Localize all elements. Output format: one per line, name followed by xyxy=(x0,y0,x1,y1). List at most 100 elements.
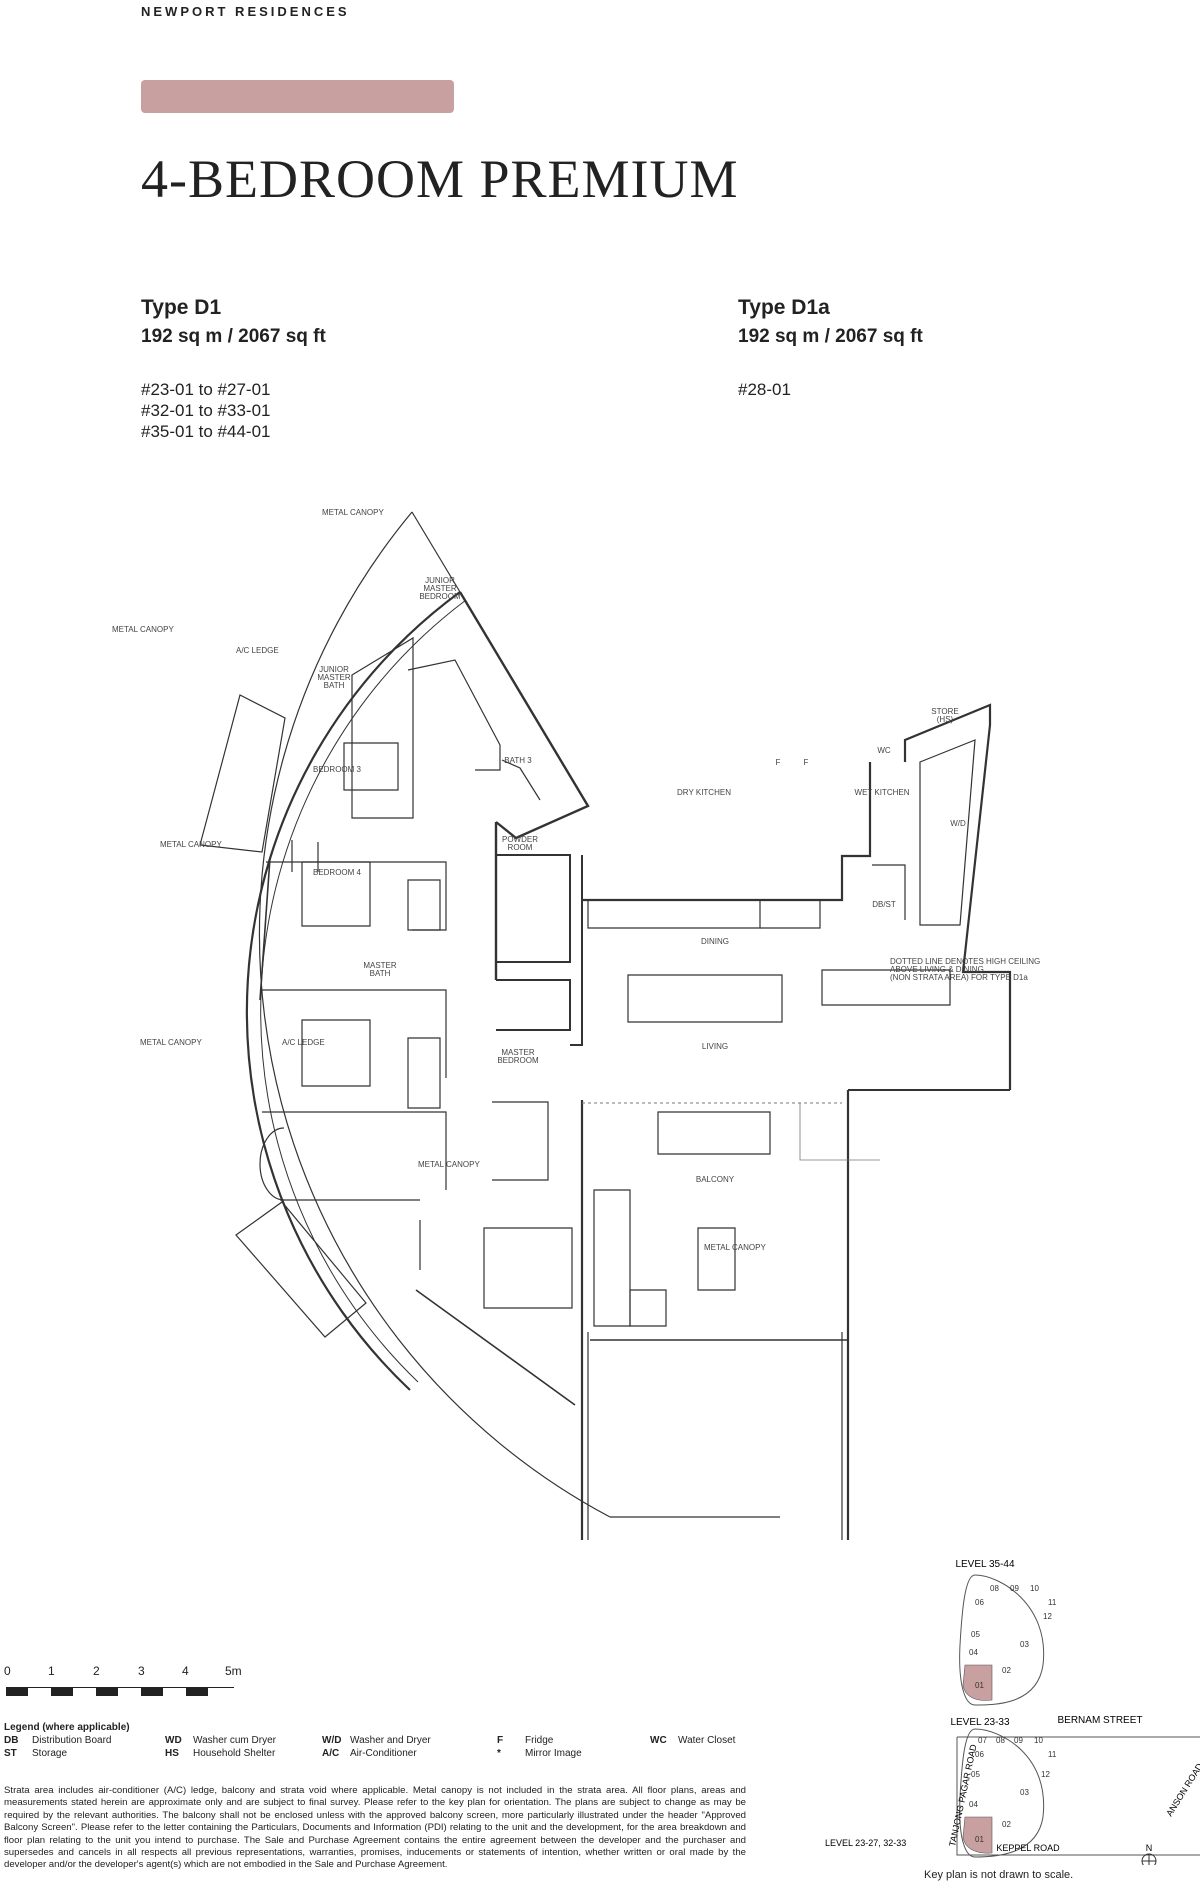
keyplan-note: Key plan is not drawn to scale. xyxy=(924,1869,1074,1881)
kp-top-12: 12 xyxy=(1043,1612,1052,1621)
junior-master-bath-label-2: MASTER xyxy=(317,673,351,682)
dotted-note-1: DOTTED LINE DENOTES HIGH CEILING xyxy=(890,957,1040,966)
metal-canopy-label-bottom: METAL CANOPY xyxy=(418,1160,480,1169)
kp-bot-12: 12 xyxy=(1041,1770,1050,1779)
north-label: N xyxy=(1146,1843,1153,1853)
master-bedroom-label-1: MASTER xyxy=(501,1048,535,1057)
keyplan-anson: ANSON ROAD xyxy=(1164,1761,1200,1818)
kp-top-06: 06 xyxy=(975,1598,984,1607)
type-d1a-units-1: #28-01 xyxy=(738,380,791,399)
kp-bot-11: 11 xyxy=(1048,1750,1057,1759)
north-arrow-icon xyxy=(1141,1853,1157,1865)
store-label-1: STORE xyxy=(931,707,958,716)
key-plan: LEVEL 35-44 08 09 10 06 11 12 05 03 04 0… xyxy=(825,1559,1200,1865)
master-bath-label-2: BATH xyxy=(370,969,391,978)
dbst-label: DB/ST xyxy=(872,900,896,909)
scale-tick-5: 5m xyxy=(225,1664,242,1678)
keyplan-bernam: BERNAM STREET xyxy=(1057,1715,1142,1726)
wc-label: WC xyxy=(877,746,891,755)
page-title: 4-BEDROOM PREMIUM xyxy=(141,149,739,209)
keyplan-keppel: KEPPEL ROAD xyxy=(996,1843,1060,1853)
scale-bar: 0 1 2 3 4 5m xyxy=(0,1661,242,1701)
legend-title: Legend (where applicable) xyxy=(4,1722,130,1733)
type-d1-units-3: #35-01 to #44-01 xyxy=(141,422,271,441)
type-d1-units-1: #23-01 to #27-01 xyxy=(141,380,271,399)
kp-top-01: 01 xyxy=(975,1681,984,1690)
type-d1-name: Type D1 xyxy=(141,296,222,319)
legend-mirror: *Mirror Image xyxy=(497,1748,582,1759)
metal-canopy-label-left-bottom: METAL CANOPY xyxy=(140,1038,202,1047)
scale-tick-4: 4 xyxy=(182,1664,189,1678)
kp-bot-06: 06 xyxy=(975,1750,984,1759)
junior-master-bath-label-3: BATH xyxy=(324,681,345,690)
kp-top-11: 11 xyxy=(1048,1598,1057,1607)
metal-canopy-label-left-mid: METAL CANOPY xyxy=(160,840,222,849)
metal-canopy-label-left-top: METAL CANOPY xyxy=(112,625,174,634)
type-d1-units-2: #32-01 to #33-01 xyxy=(141,401,271,420)
keyplan-level-top: LEVEL 35-44 xyxy=(955,1559,1015,1570)
junior-master-bath-label-1: JUNIOR xyxy=(319,665,349,674)
kp-bot-03: 03 xyxy=(1020,1788,1029,1797)
kp-bot-09: 09 xyxy=(1014,1736,1023,1745)
dotted-note-3: (NON STRATA AREA) FOR TYPE D1a xyxy=(890,973,1028,982)
scale-tick-1: 1 xyxy=(48,1664,55,1678)
kp-bot-05: 05 xyxy=(971,1770,980,1779)
scale-tick-3: 3 xyxy=(138,1664,145,1678)
kp-top-04: 04 xyxy=(969,1648,978,1657)
bedroom4-label: BEDROOM 4 xyxy=(313,868,362,877)
powder-room-label-1: POWDER xyxy=(502,835,538,844)
accent-bar xyxy=(141,80,454,113)
dining-label: DINING xyxy=(701,937,729,946)
kp-bot-08: 08 xyxy=(996,1736,1005,1745)
balcony-label: BALCONY xyxy=(696,1175,735,1184)
kp-top-03: 03 xyxy=(1020,1640,1029,1649)
dotted-note-2: ABOVE LIVING & DINING xyxy=(890,965,984,974)
kp-top-10: 10 xyxy=(1030,1584,1039,1593)
type-d1a-name: Type D1a xyxy=(738,296,830,319)
bath3-label: BATH 3 xyxy=(504,756,532,765)
kp-bot-07: 07 xyxy=(978,1736,987,1745)
kp-bot-10: 10 xyxy=(1034,1736,1043,1745)
wet-kitchen-label: WET KITCHEN xyxy=(855,788,910,797)
junior-master-bedroom-label-3: BEDROOM xyxy=(419,592,461,601)
ac-ledge-label-top: A/C LEDGE xyxy=(236,646,279,655)
kp-top-02: 02 xyxy=(1002,1666,1011,1675)
bedroom3-label: BEDROOM 3 xyxy=(313,765,362,774)
living-label: LIVING xyxy=(702,1042,728,1051)
keyplan-unit-highlight-bottom xyxy=(962,1816,993,1854)
metal-canopy-label-top: METAL CANOPY xyxy=(322,508,384,517)
scale-tick-0: 0 xyxy=(4,1664,11,1678)
master-bath-label-1: MASTER xyxy=(363,961,397,970)
fridge-label-1: F xyxy=(776,758,781,767)
kp-top-09: 09 xyxy=(1010,1584,1019,1593)
junior-master-bedroom-label-2: MASTER xyxy=(423,584,457,593)
master-bedroom-label-2: BEDROOM xyxy=(497,1056,539,1065)
junior-master-bedroom-label-1: JUNIOR xyxy=(425,576,455,585)
kp-bot-02: 02 xyxy=(1002,1820,1011,1829)
kp-top-05: 05 xyxy=(971,1630,980,1639)
keyplan-level-bottom: LEVEL 23-27, 32-33 xyxy=(825,1838,906,1848)
powder-room-label-2: ROOM xyxy=(508,843,533,852)
store-label-2: (HS) xyxy=(937,715,954,724)
kp-bot-01: 01 xyxy=(975,1835,984,1844)
keyplan-level-mid: LEVEL 23-33 xyxy=(950,1717,1010,1728)
ac-ledge-label-bottom: A/C LEDGE xyxy=(282,1038,325,1047)
floor-plan: METAL CANOPY METAL CANOPY METAL CANOPY M… xyxy=(112,508,1040,1540)
fridge-label-2: F xyxy=(804,758,809,767)
disclaimer-text: Strata area includes air-conditioner (A/… xyxy=(4,1785,746,1871)
metal-canopy-label-balcony: METAL CANOPY xyxy=(704,1243,766,1252)
keyplan-unit-highlight-top xyxy=(962,1664,993,1701)
scale-tick-2: 2 xyxy=(93,1664,100,1678)
brand-name: NEWPORT RESIDENCES xyxy=(141,4,350,19)
type-d1a-area: 192 sq m / 2067 sq ft xyxy=(738,326,923,347)
kp-top-08: 08 xyxy=(990,1584,999,1593)
wd-label: W/D xyxy=(950,819,966,828)
type-d1-area: 192 sq m / 2067 sq ft xyxy=(141,326,326,347)
